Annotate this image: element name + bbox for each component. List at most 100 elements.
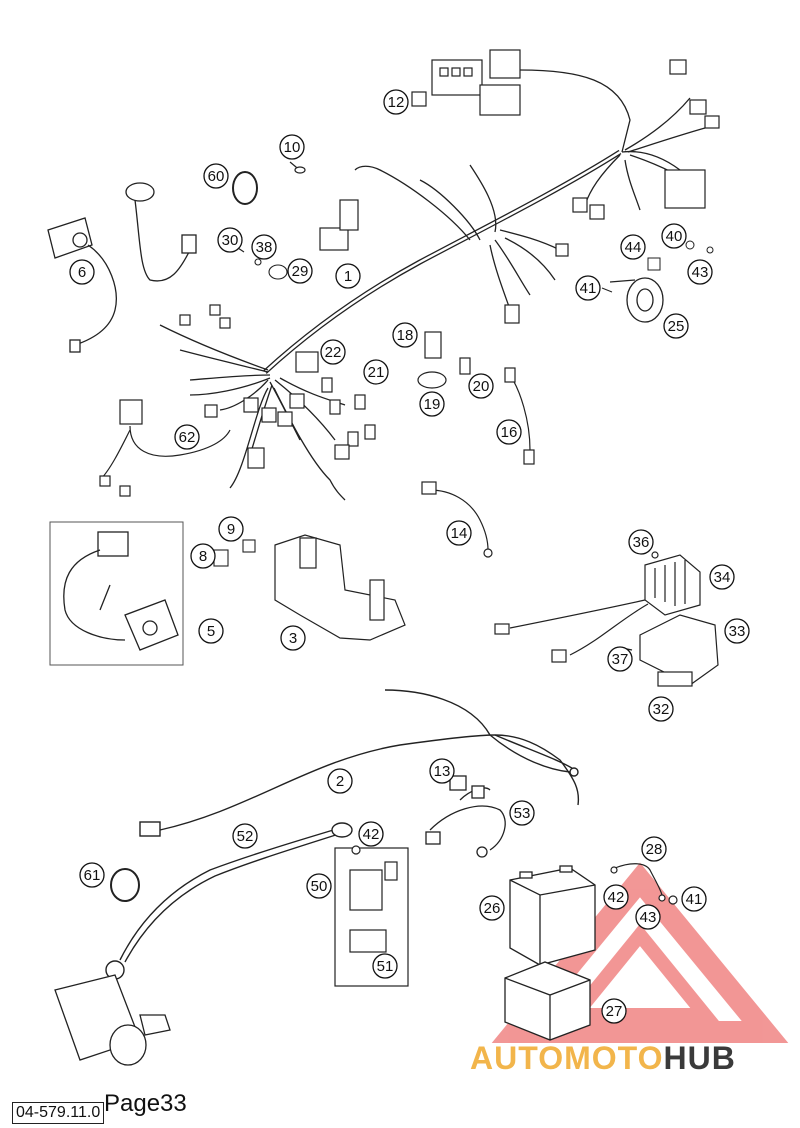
callout-circle — [661, 223, 687, 249]
callout-number: 30 — [222, 232, 239, 249]
document-code: 04-579.11.0 — [12, 1102, 105, 1124]
callout-circle — [468, 373, 494, 399]
callout-number: 38 — [256, 239, 273, 256]
callout-number: 33 — [729, 623, 746, 640]
callout-circle — [628, 529, 654, 555]
callout-number: 18 — [397, 327, 414, 344]
callout-circle — [217, 227, 243, 253]
callout-circle — [681, 886, 707, 912]
callout-number: 14 — [451, 525, 468, 542]
callout-circle — [419, 391, 445, 417]
callout-42a: 42 — [358, 821, 384, 847]
callout-52: 52 — [232, 823, 258, 849]
starter-motor — [54, 974, 171, 1066]
fuse-cable-53 — [425, 775, 506, 858]
callout-circle — [392, 322, 418, 348]
callout-number: 27 — [606, 1003, 623, 1020]
callout-41a: 41 — [575, 275, 601, 301]
callout-circle — [663, 313, 689, 339]
callout-number: 13 — [434, 763, 451, 780]
callout-number: 22 — [325, 344, 342, 361]
callout-number: 52 — [237, 828, 254, 845]
voltage-regulator-34 — [644, 551, 701, 616]
callout-circle — [174, 424, 200, 450]
callout-38: 38 — [251, 234, 277, 260]
brand-text-2: HUB — [663, 1040, 736, 1076]
callout-circle — [709, 564, 735, 590]
callout-43a: 43 — [687, 259, 713, 285]
callout-33: 33 — [724, 618, 750, 644]
callout-circle — [320, 339, 346, 365]
callout-number: 21 — [368, 364, 385, 381]
callout-27: 27 — [601, 998, 627, 1024]
callout-circle — [363, 359, 389, 385]
callout-number: 44 — [625, 239, 642, 256]
bracket-33 — [621, 614, 719, 687]
callout-circle — [496, 419, 522, 445]
callout-40: 40 — [661, 223, 687, 249]
callout-12: 12 — [383, 89, 409, 115]
callout-number: 8 — [199, 548, 207, 565]
callout-21: 21 — [363, 359, 389, 385]
relays-8-9 — [213, 539, 256, 567]
callout-circle — [280, 625, 306, 651]
callout-53: 53 — [509, 800, 535, 826]
main-wiring-harness — [159, 69, 706, 501]
callout-number: 25 — [668, 318, 685, 335]
callout-number: 3 — [289, 630, 297, 647]
callout-22: 22 — [320, 339, 346, 365]
callout-34: 34 — [709, 564, 735, 590]
temp-sensor-16 — [504, 367, 535, 465]
callout-9: 9 — [218, 516, 244, 542]
callout-19: 19 — [419, 391, 445, 417]
callout-30: 30 — [217, 227, 243, 253]
callout-circle — [335, 263, 361, 289]
callout-circle — [251, 234, 277, 260]
callout-number: 9 — [227, 521, 235, 538]
callout-circle — [327, 768, 353, 794]
watermark-triangle — [491, 862, 789, 1043]
handlebar-switch-6 — [47, 217, 117, 353]
callout-number: 61 — [84, 867, 101, 884]
callout-16: 16 — [496, 419, 522, 445]
handlebar-switch-5 — [63, 531, 179, 651]
callout-circle — [287, 258, 313, 284]
callout-number: 53 — [514, 805, 531, 822]
callout-number: 41 — [686, 891, 703, 908]
callout-circle — [232, 823, 258, 849]
callout-circle — [603, 884, 629, 910]
battery-26 — [509, 865, 596, 966]
callout-circle — [358, 821, 384, 847]
callout-circle — [372, 953, 398, 979]
callout-20: 20 — [468, 373, 494, 399]
callout-circle — [429, 758, 455, 784]
callout-42b: 42 — [603, 884, 629, 910]
callout-number: 5 — [207, 623, 215, 640]
callout-26: 26 — [479, 895, 505, 921]
callout-37: 37 — [607, 646, 633, 672]
callout-number: 32 — [653, 701, 670, 718]
callout-circle — [635, 904, 661, 930]
callout-13: 13 — [429, 758, 455, 784]
callout-number: 51 — [377, 958, 394, 975]
callout-number: 20 — [473, 378, 490, 395]
callout-number: 2 — [336, 773, 344, 790]
callout-28: 28 — [641, 836, 667, 862]
callout-circle — [479, 895, 505, 921]
callout-number: 29 — [292, 263, 309, 280]
callout-25: 25 — [663, 313, 689, 339]
callout-circle — [601, 998, 627, 1024]
callout-number: 37 — [612, 651, 629, 668]
callout-6: 6 — [69, 259, 95, 285]
callout-51: 51 — [372, 953, 398, 979]
callout-43b: 43 — [635, 904, 661, 930]
callout-41b: 41 — [681, 886, 707, 912]
callout-number: 40 — [666, 228, 683, 245]
watermark-brand: AUTOMOTOHUB — [470, 1040, 736, 1077]
switch-62 — [99, 399, 231, 497]
callout-2: 2 — [327, 768, 353, 794]
callout-8: 8 — [190, 543, 216, 569]
horn-25 — [609, 277, 664, 323]
callout-number: 50 — [311, 878, 328, 895]
